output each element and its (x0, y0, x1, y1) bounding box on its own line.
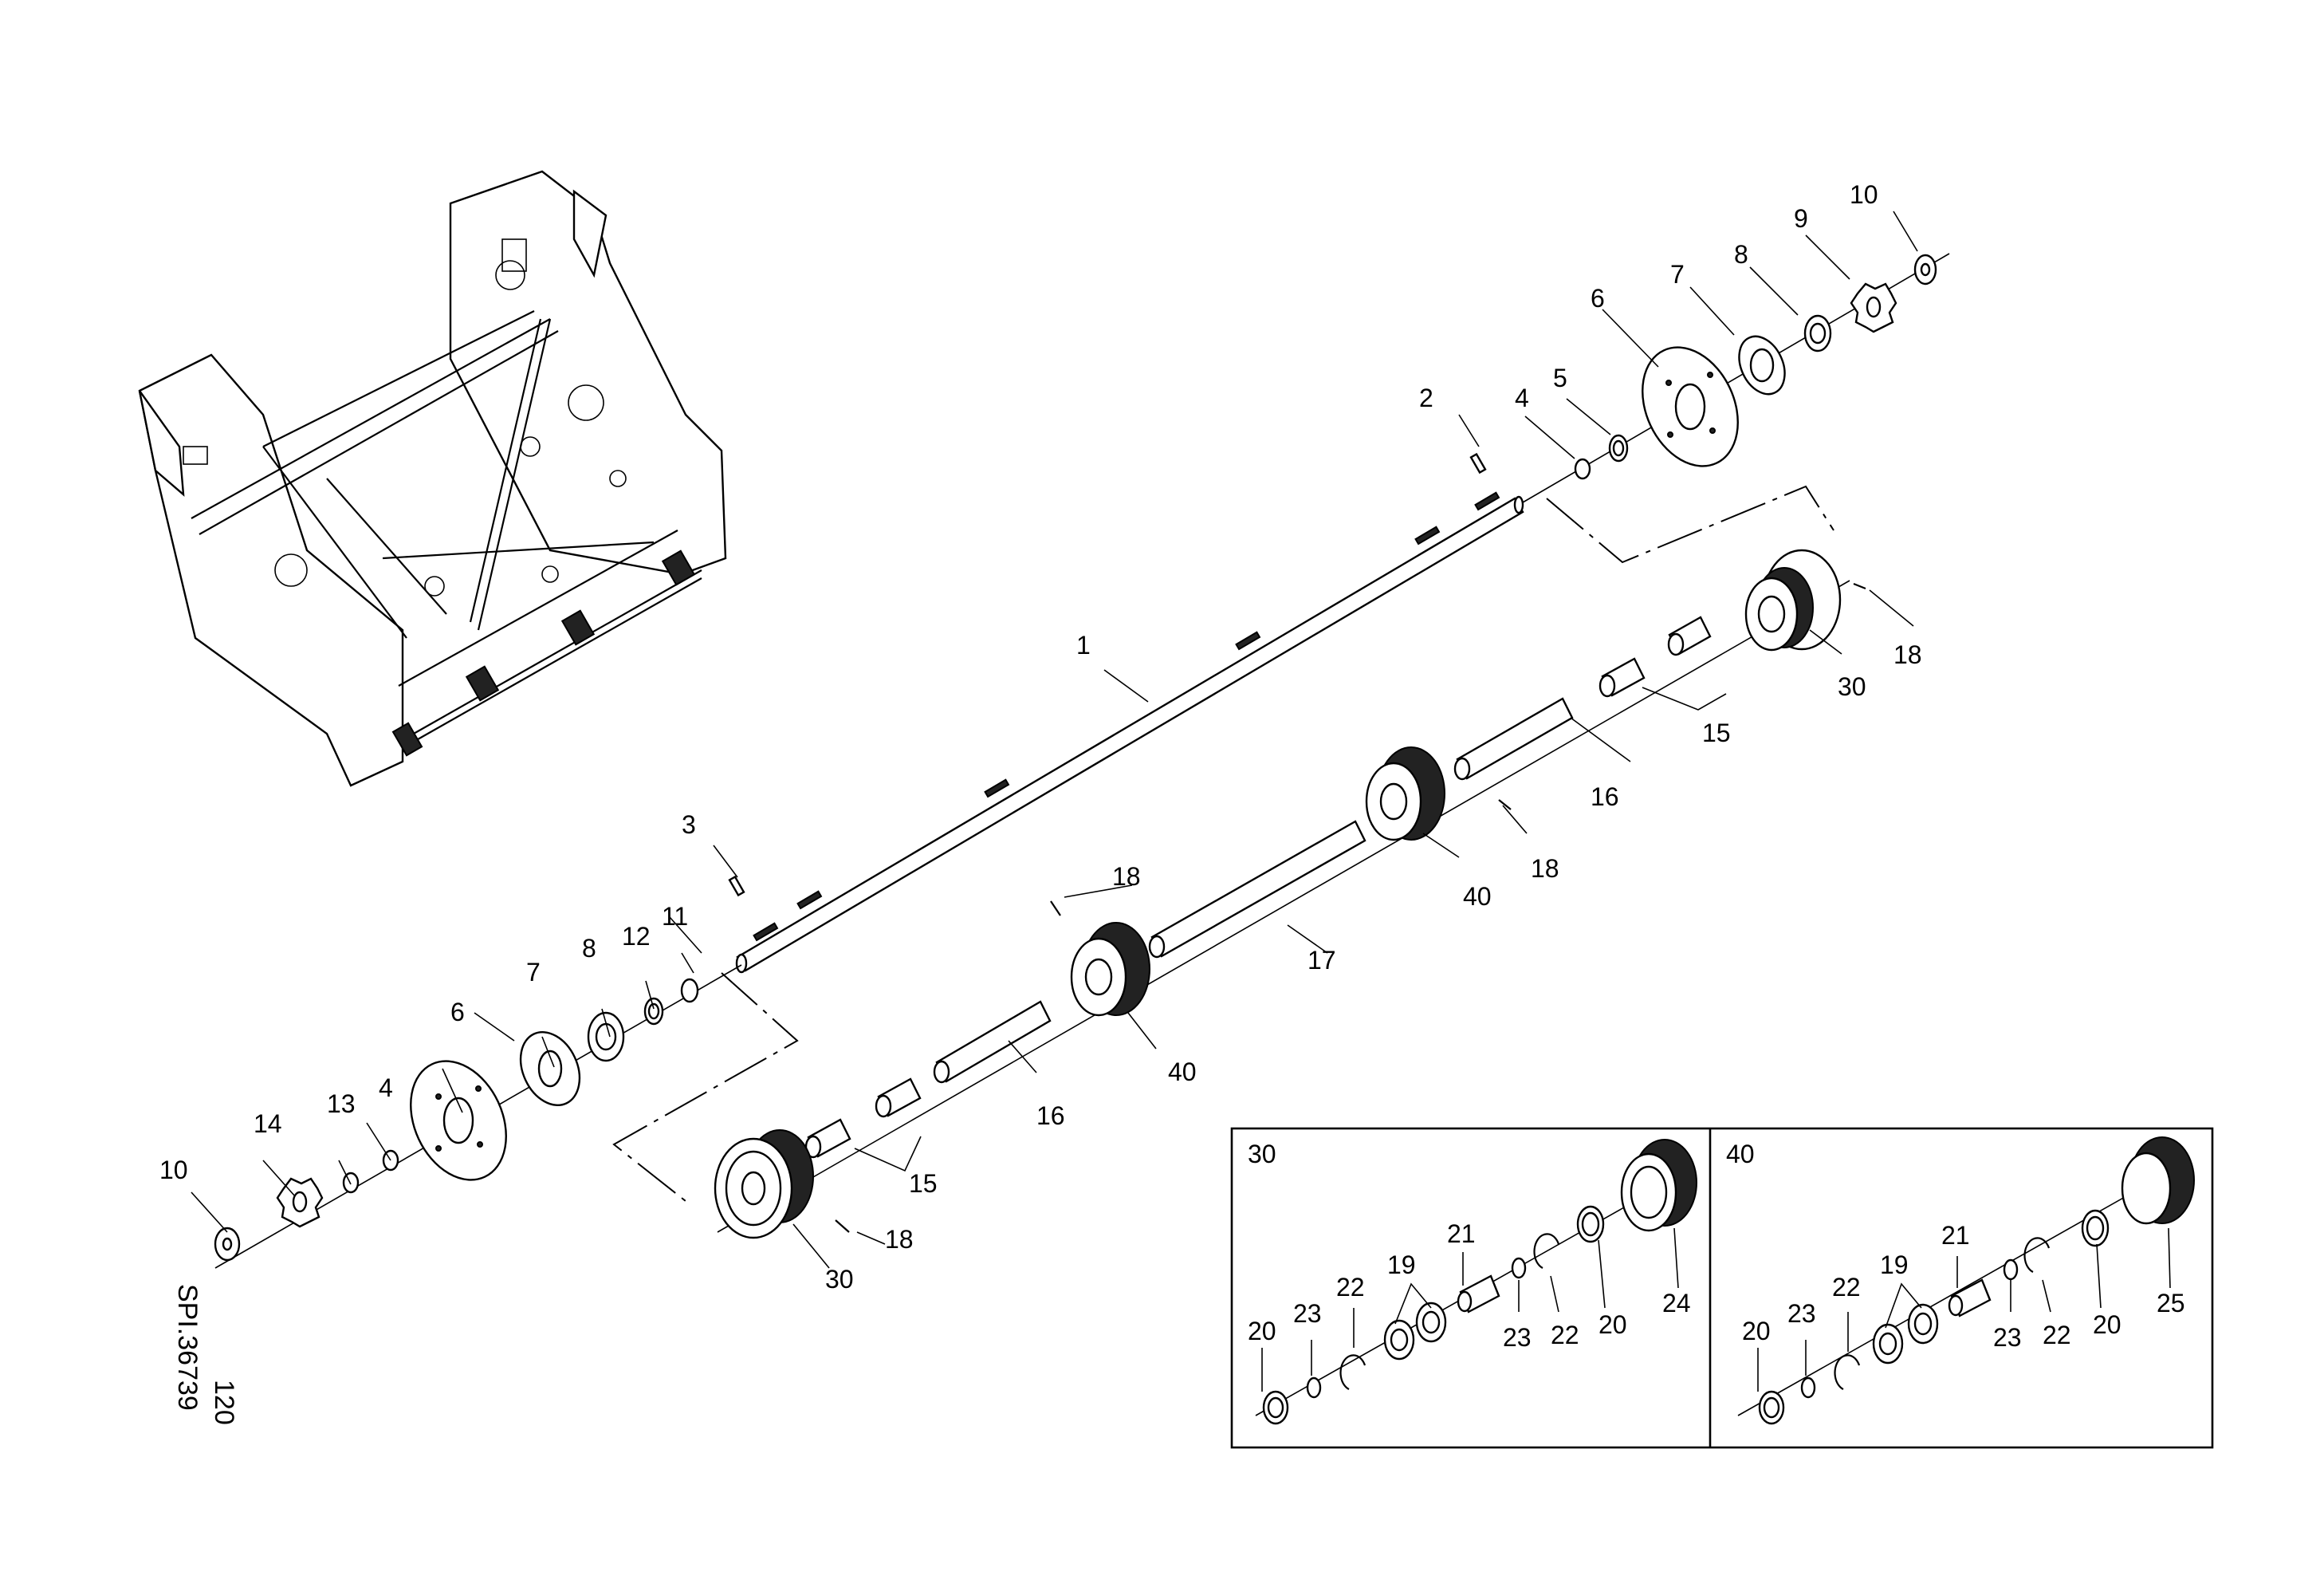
drawing-number: 120 (209, 1380, 239, 1425)
callout-pulley-upper: 30 (1838, 672, 1866, 701)
d40-label-9: 25 (2157, 1289, 2185, 1317)
d30-label-8: 20 (1598, 1310, 1627, 1339)
callout-flange-left: 6 (450, 998, 465, 1026)
callout-roller-lower: 40 (1168, 1057, 1197, 1086)
left-end-assembly (214, 875, 745, 1262)
callout-bearing-right: 8 (1734, 240, 1748, 269)
right-end-assembly (1469, 254, 1937, 480)
connector-lower (612, 972, 799, 1205)
d40-label-4: 19 (1880, 1250, 1909, 1279)
callout-pulley-lower: 30 (825, 1265, 854, 1294)
callout-sprocket-right: 9 (1794, 204, 1808, 233)
callout-end-washer-right: 10 (1850, 180, 1878, 209)
callout-roller-upper: 40 (1463, 882, 1492, 911)
callout-screw-a: 18 (1893, 640, 1922, 669)
callout-ring-13: 13 (327, 1089, 356, 1118)
callout-screw-b: 18 (1531, 854, 1559, 883)
callout-end-washer-left-text: 10 (159, 1156, 188, 1184)
callout-sprocket-left: 14 (254, 1109, 282, 1138)
callout-pin-upper: 2 (1419, 384, 1433, 412)
callout-labels: 1 2 3 4 5 6 7 8 9 10 18 30 15 16 18 40 1… (159, 180, 1922, 1294)
d40-label-5: 21 (1941, 1221, 1970, 1250)
roller-axis-line (717, 580, 1850, 1233)
drawing-code: SPI.36739 (172, 1284, 203, 1411)
callout-plate-left: 7 (526, 958, 541, 987)
callout-screw-d: 18 (885, 1225, 914, 1254)
callout-sleeves-lower: 15 (909, 1169, 938, 1198)
callout-washer-left: 4 (379, 1073, 393, 1102)
callout-ring-12: 12 (622, 922, 651, 951)
detail-40: 40 20 (1726, 1136, 2195, 1425)
d30-label-9: 24 (1662, 1289, 1691, 1317)
d40-label-8: 20 (2093, 1310, 2121, 1339)
detail-30: 30 20 (1248, 1139, 1697, 1425)
callout-sleeves-upper: 15 (1702, 719, 1731, 747)
main-shaft (735, 491, 1524, 974)
callout-bearing-left: 8 (582, 934, 596, 963)
detail-30-title: 30 (1248, 1140, 1276, 1168)
d30-label-1: 20 (1248, 1317, 1276, 1345)
detail-panels: 30 20 (1230, 1127, 2214, 1449)
d40-label-1: 20 (1742, 1317, 1771, 1345)
callout-washer-right: 4 (1515, 384, 1529, 412)
d40-label-3: 22 (1832, 1273, 1861, 1302)
callout-tube-middle: 17 (1307, 946, 1336, 975)
d30-label-6: 23 (1503, 1323, 1532, 1352)
callout-tube-lower: 16 (1036, 1101, 1065, 1130)
callout-shaft: 1 (1076, 631, 1091, 660)
connector-upper (1546, 485, 1834, 564)
d40-label-7: 22 (2043, 1321, 2071, 1349)
callout-screw-c: 18 (1112, 862, 1141, 891)
leader-lines (191, 211, 1918, 1269)
callout-spacer-right: 5 (1553, 364, 1567, 392)
d30-label-3: 22 (1336, 1273, 1365, 1302)
callout-flange-right: 6 (1591, 284, 1605, 313)
d30-label-2: 23 (1293, 1299, 1322, 1328)
callout-tube-upper: 16 (1591, 782, 1619, 811)
callout-pin-lower: 3 (682, 810, 696, 839)
d40-label-2: 23 (1787, 1299, 1816, 1328)
callout-plate-right: 7 (1670, 260, 1685, 289)
d30-label-4: 19 (1387, 1250, 1416, 1279)
d40-label-6: 23 (1993, 1323, 2022, 1352)
machine-frame-illustration (138, 170, 727, 787)
detail-40-title: 40 (1726, 1140, 1755, 1168)
callout-ring-11: 11 (662, 902, 688, 931)
roller-assembly (714, 549, 1866, 1239)
d30-label-7: 22 (1551, 1321, 1579, 1349)
d30-label-5: 21 (1447, 1219, 1476, 1248)
